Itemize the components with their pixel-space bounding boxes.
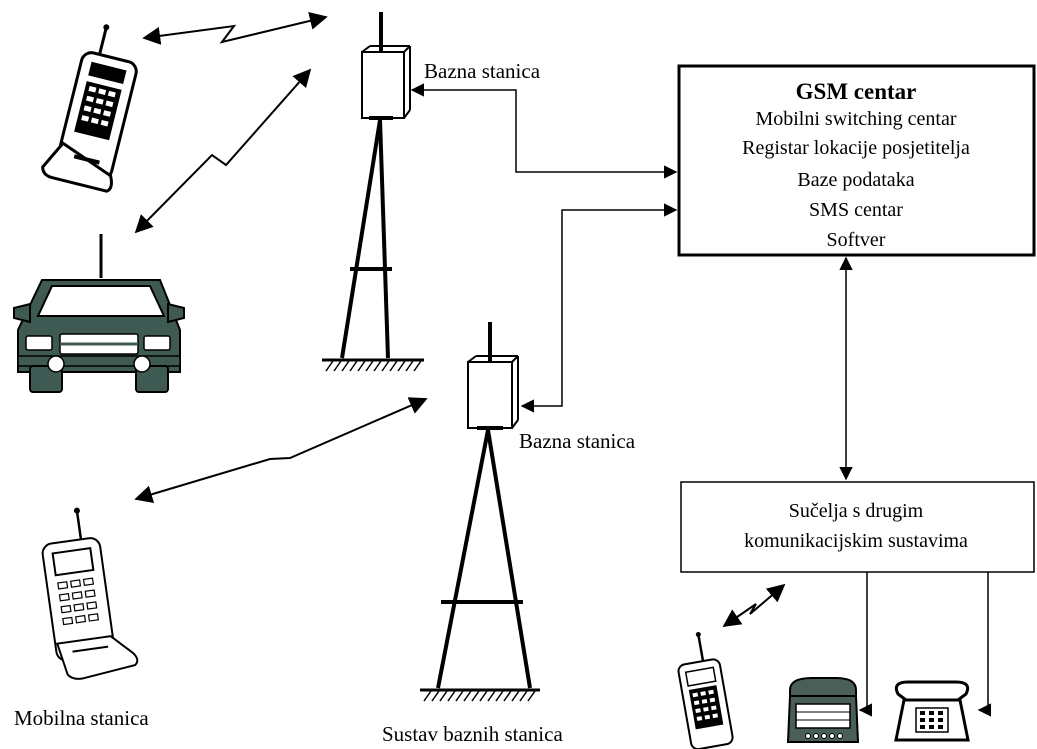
- rotary-phone-icon: [894, 680, 970, 742]
- desk-phone-icon: [786, 677, 860, 743]
- connection-lines: [410, 83, 992, 717]
- gsm-center-line: Softver: [827, 229, 886, 251]
- gsm-center-line: SMS centar: [809, 199, 903, 221]
- interfaces-line: komunikacijskim sustavima: [744, 530, 968, 552]
- mobile-phone-icon: [677, 631, 734, 749]
- tower-icon: [420, 322, 540, 702]
- base-station-system-label: Sustav baznih stanica: [382, 722, 563, 746]
- gsm-center-title: GSM centar: [796, 79, 917, 104]
- interfaces-box: Sučelja s drugim komunikacijskim sustavi…: [680, 481, 1035, 573]
- tower-icon: [322, 12, 424, 372]
- car-icon: [13, 234, 185, 393]
- mobile-phone-icon: [41, 507, 139, 680]
- interfaces-line: Sučelja s drugim: [789, 500, 924, 522]
- radio-link-icon: [134, 12, 786, 628]
- gsm-center-line: Baze podataka: [797, 169, 914, 191]
- gsm-center-box: GSM centar Mobilni switching centar Regi…: [677, 64, 1036, 257]
- base-station-label: Bazna stanica: [424, 59, 541, 83]
- base-station-label: Bazna stanica: [519, 429, 636, 453]
- mobile-station-label: Mobilna stanica: [14, 706, 149, 730]
- gsm-center-line: Registar lokacije posjetitelja: [742, 137, 970, 159]
- mobile-phone-icon: [41, 24, 138, 193]
- gsm-center-line: Mobilni switching centar: [755, 108, 956, 130]
